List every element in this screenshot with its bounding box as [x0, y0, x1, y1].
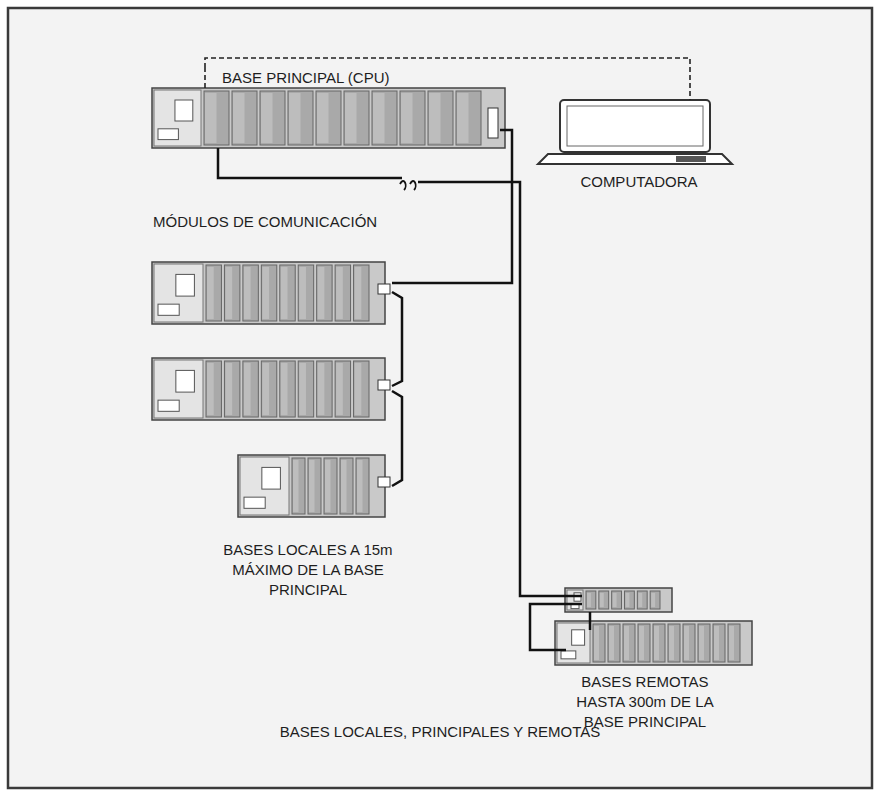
node-label: COMPUTADORA — [540, 172, 738, 192]
plc-rack — [152, 358, 390, 420]
local-cable — [392, 292, 402, 386]
plc-rack — [565, 588, 672, 612]
plc-rack — [152, 88, 505, 148]
caption: BASES LOCALES, PRINCIPALES Y REMOTAS — [40, 722, 840, 742]
local-cable — [392, 130, 512, 283]
node-label: BASE PRINCIPAL (CPU) — [222, 68, 513, 88]
remote-cable — [589, 612, 592, 630]
local-cable — [392, 391, 402, 486]
module-label: MÓDULOS DE COMUNICACIÓN — [153, 212, 473, 232]
remote-cable — [530, 604, 582, 650]
plc-racks — [152, 88, 752, 665]
computer: COMPUTADORA — [540, 100, 738, 192]
remote-cable — [218, 148, 402, 178]
plc-rack — [555, 621, 752, 665]
dashed-link-stub — [204, 68, 206, 88]
plc-base: BASE PRINCIPAL (CPU) — [152, 68, 513, 150]
frame — [8, 8, 872, 788]
remote-cable — [418, 182, 582, 596]
plc-rack — [238, 455, 390, 517]
group-label: BASES LOCALES A 15m MÁXIMO DE LA BASE PR… — [223, 540, 393, 600]
cable-break-symbol — [400, 181, 416, 190]
plc-rack — [152, 262, 390, 324]
cables — [218, 130, 590, 650]
laptop — [538, 100, 732, 164]
dashed-link — [205, 58, 690, 100]
